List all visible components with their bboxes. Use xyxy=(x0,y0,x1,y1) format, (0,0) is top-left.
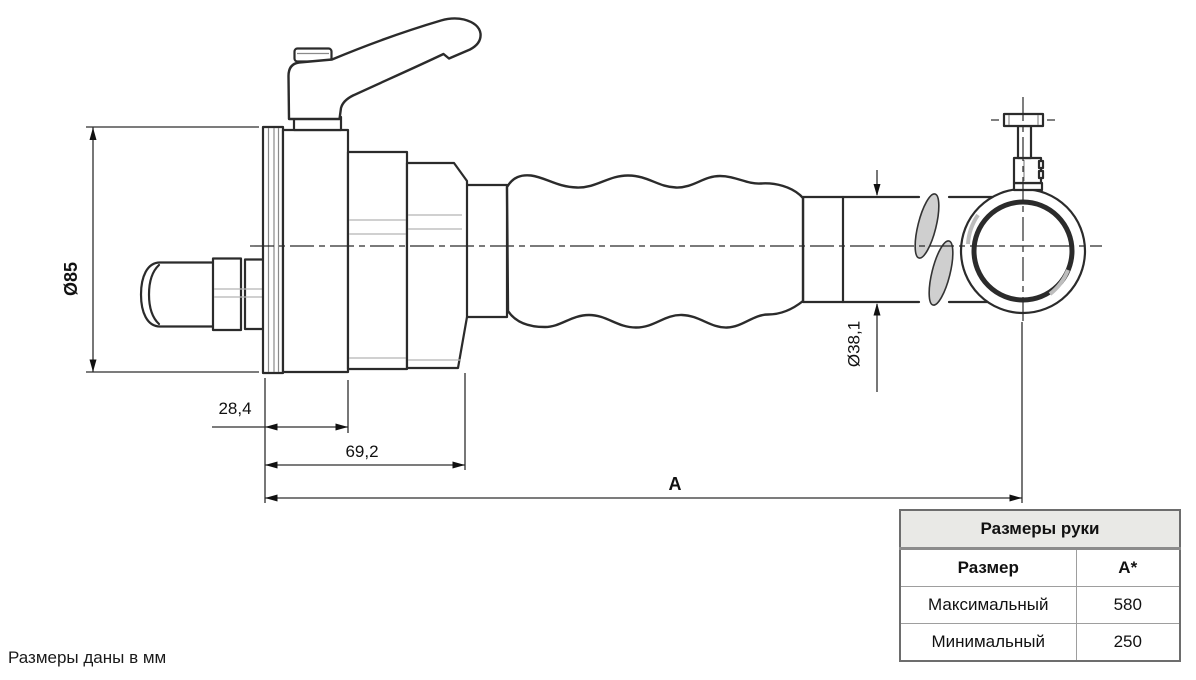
tube-break xyxy=(914,193,954,306)
collar xyxy=(801,195,845,304)
dimension-body-offset: 28,4 xyxy=(212,380,349,433)
hand-size-table: Размеры руки Размер A* Максимальный 580 … xyxy=(899,509,1181,662)
dimension-flange-diameter: Ø85 xyxy=(61,126,259,373)
hose-end-cap-arc xyxy=(147,263,161,326)
dim-label-overall-length: A xyxy=(669,474,682,494)
row-min-value: 250 xyxy=(1075,623,1181,662)
column-header-size: Размер xyxy=(899,548,1077,587)
grip-sleeve xyxy=(505,174,805,329)
row-min-label: Минимальный xyxy=(899,623,1077,662)
dimension-tube-diameter: Ø38,1 xyxy=(845,170,881,392)
lever-arm xyxy=(287,17,482,121)
body-section-3 xyxy=(405,161,469,370)
dimension-body-length: 69,2 xyxy=(265,373,466,470)
vent-valve-nut xyxy=(1012,156,1043,185)
mounting-flange xyxy=(261,125,285,375)
neck-connector xyxy=(463,183,509,319)
dim-label-flange-diameter: Ø85 xyxy=(61,262,81,296)
elbow-shading-arc xyxy=(1048,269,1070,296)
dim-label-body-length: 69,2 xyxy=(345,442,378,461)
valve-body xyxy=(281,128,350,374)
vent-valve-stem xyxy=(1016,124,1033,160)
row-max-value: 580 xyxy=(1075,586,1181,624)
table-title-row: Размеры руки xyxy=(899,509,1181,550)
lever-handle xyxy=(287,17,482,121)
table-header-row: Размер A* xyxy=(899,548,1181,587)
dimension-overall-length: A xyxy=(264,322,1023,503)
discharge-tube xyxy=(841,195,994,304)
table-row: Максимальный 580 xyxy=(899,586,1181,624)
elbow-shading-arc xyxy=(966,213,980,245)
inlet-hose xyxy=(139,261,216,328)
table-title: Размеры руки xyxy=(899,509,1181,550)
units-note: Размеры даны в мм xyxy=(8,648,167,667)
table-row: Минимальный 250 xyxy=(899,623,1181,662)
dim-label-tube-diameter: Ø38,1 xyxy=(845,321,864,367)
hose-fitting xyxy=(211,257,267,332)
column-header-a: A* xyxy=(1075,548,1181,587)
dim-label-body-offset: 28,4 xyxy=(218,399,251,418)
row-max-label: Максимальный xyxy=(899,586,1077,624)
body-section-2 xyxy=(346,150,409,371)
center-lines xyxy=(250,97,1102,322)
